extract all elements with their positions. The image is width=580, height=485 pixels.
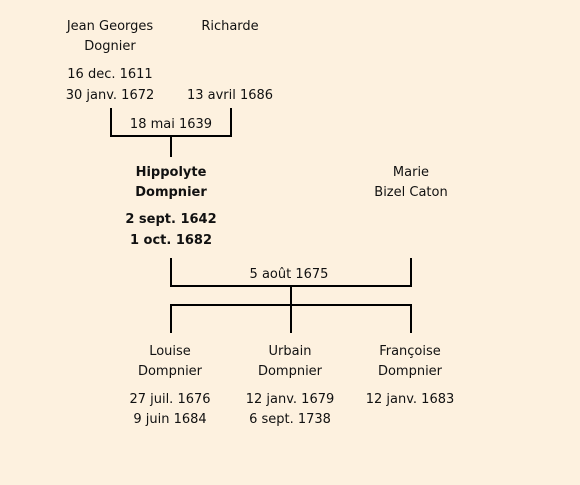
person-birth-date: 12 janv. 1683: [365, 392, 455, 407]
person-first-name: Urbain: [268, 344, 312, 359]
person-last-name: Dompnier: [137, 364, 203, 379]
person-death-date: 13 avril 1686: [186, 88, 274, 103]
person-last-name: Bizel Caton: [374, 185, 448, 200]
person-birth-date: 12 janv. 1679: [245, 392, 335, 407]
person-last-name: Dompnier: [135, 185, 207, 200]
person-first-name: Françoise: [379, 344, 441, 359]
marriage-date: 18 mai 1639: [129, 117, 213, 132]
person-death-date: 1 oct. 1682: [129, 233, 213, 248]
marriage-date: 5 août 1675: [249, 267, 329, 282]
person-first-name: Hippolyte: [135, 165, 207, 180]
person-death-date: 30 janv. 1672: [65, 88, 155, 103]
person-death-date: 6 sept. 1738: [249, 412, 331, 427]
person-birth-date: 16 dec. 1611: [67, 67, 153, 82]
person-last-name: Dompnier: [377, 364, 443, 379]
person-birth-date: 2 sept. 1642: [125, 212, 217, 227]
person-birth-date: 27 juil. 1676: [129, 392, 211, 407]
person-first-name: Jean Georges: [66, 19, 154, 34]
person-death-date: 9 juin 1684: [133, 412, 207, 427]
person-last-name: Dompnier: [257, 364, 323, 379]
person-first-name: Louise: [149, 344, 191, 359]
person-last-name: Dognier: [84, 39, 136, 54]
person-first-name: Richarde: [201, 19, 259, 34]
person-first-name: Marie: [392, 165, 430, 180]
